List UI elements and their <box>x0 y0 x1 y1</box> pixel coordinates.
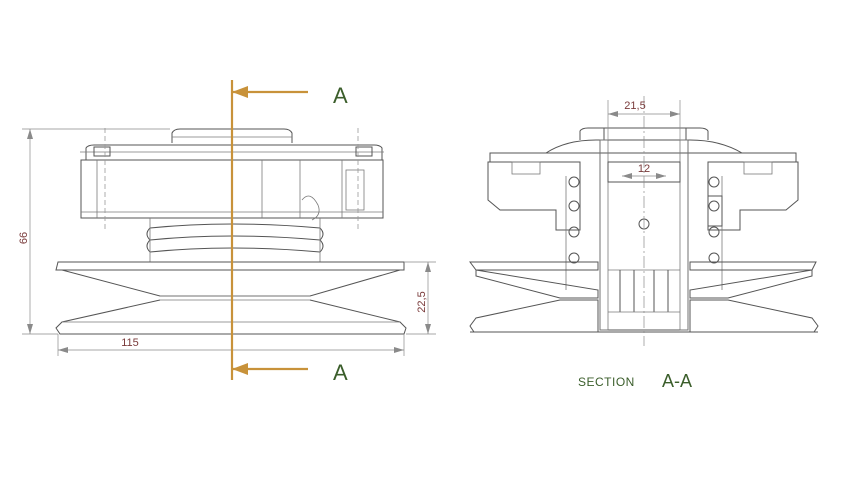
dim-overall-width: 115 <box>121 337 139 349</box>
dim-pulley-height: 22,5 <box>416 291 428 312</box>
dim-inner-bore: 12 <box>638 163 650 175</box>
left-spring-coils <box>565 176 580 290</box>
section-marker-bottom: A <box>333 360 348 385</box>
cutting-plane: A A <box>230 80 348 385</box>
section-dimensions: 21,5 12 <box>607 100 681 179</box>
dim-top-bore: 21,5 <box>624 100 645 112</box>
section-title: SECTION A-A <box>578 371 692 391</box>
section-view <box>469 96 819 346</box>
section-marker-top: A <box>333 83 348 108</box>
section-title-word: SECTION <box>578 375 635 389</box>
dim-overall-height: 66 <box>18 232 30 244</box>
right-spring-coils <box>707 176 723 290</box>
section-title-letters: A-A <box>662 371 692 391</box>
